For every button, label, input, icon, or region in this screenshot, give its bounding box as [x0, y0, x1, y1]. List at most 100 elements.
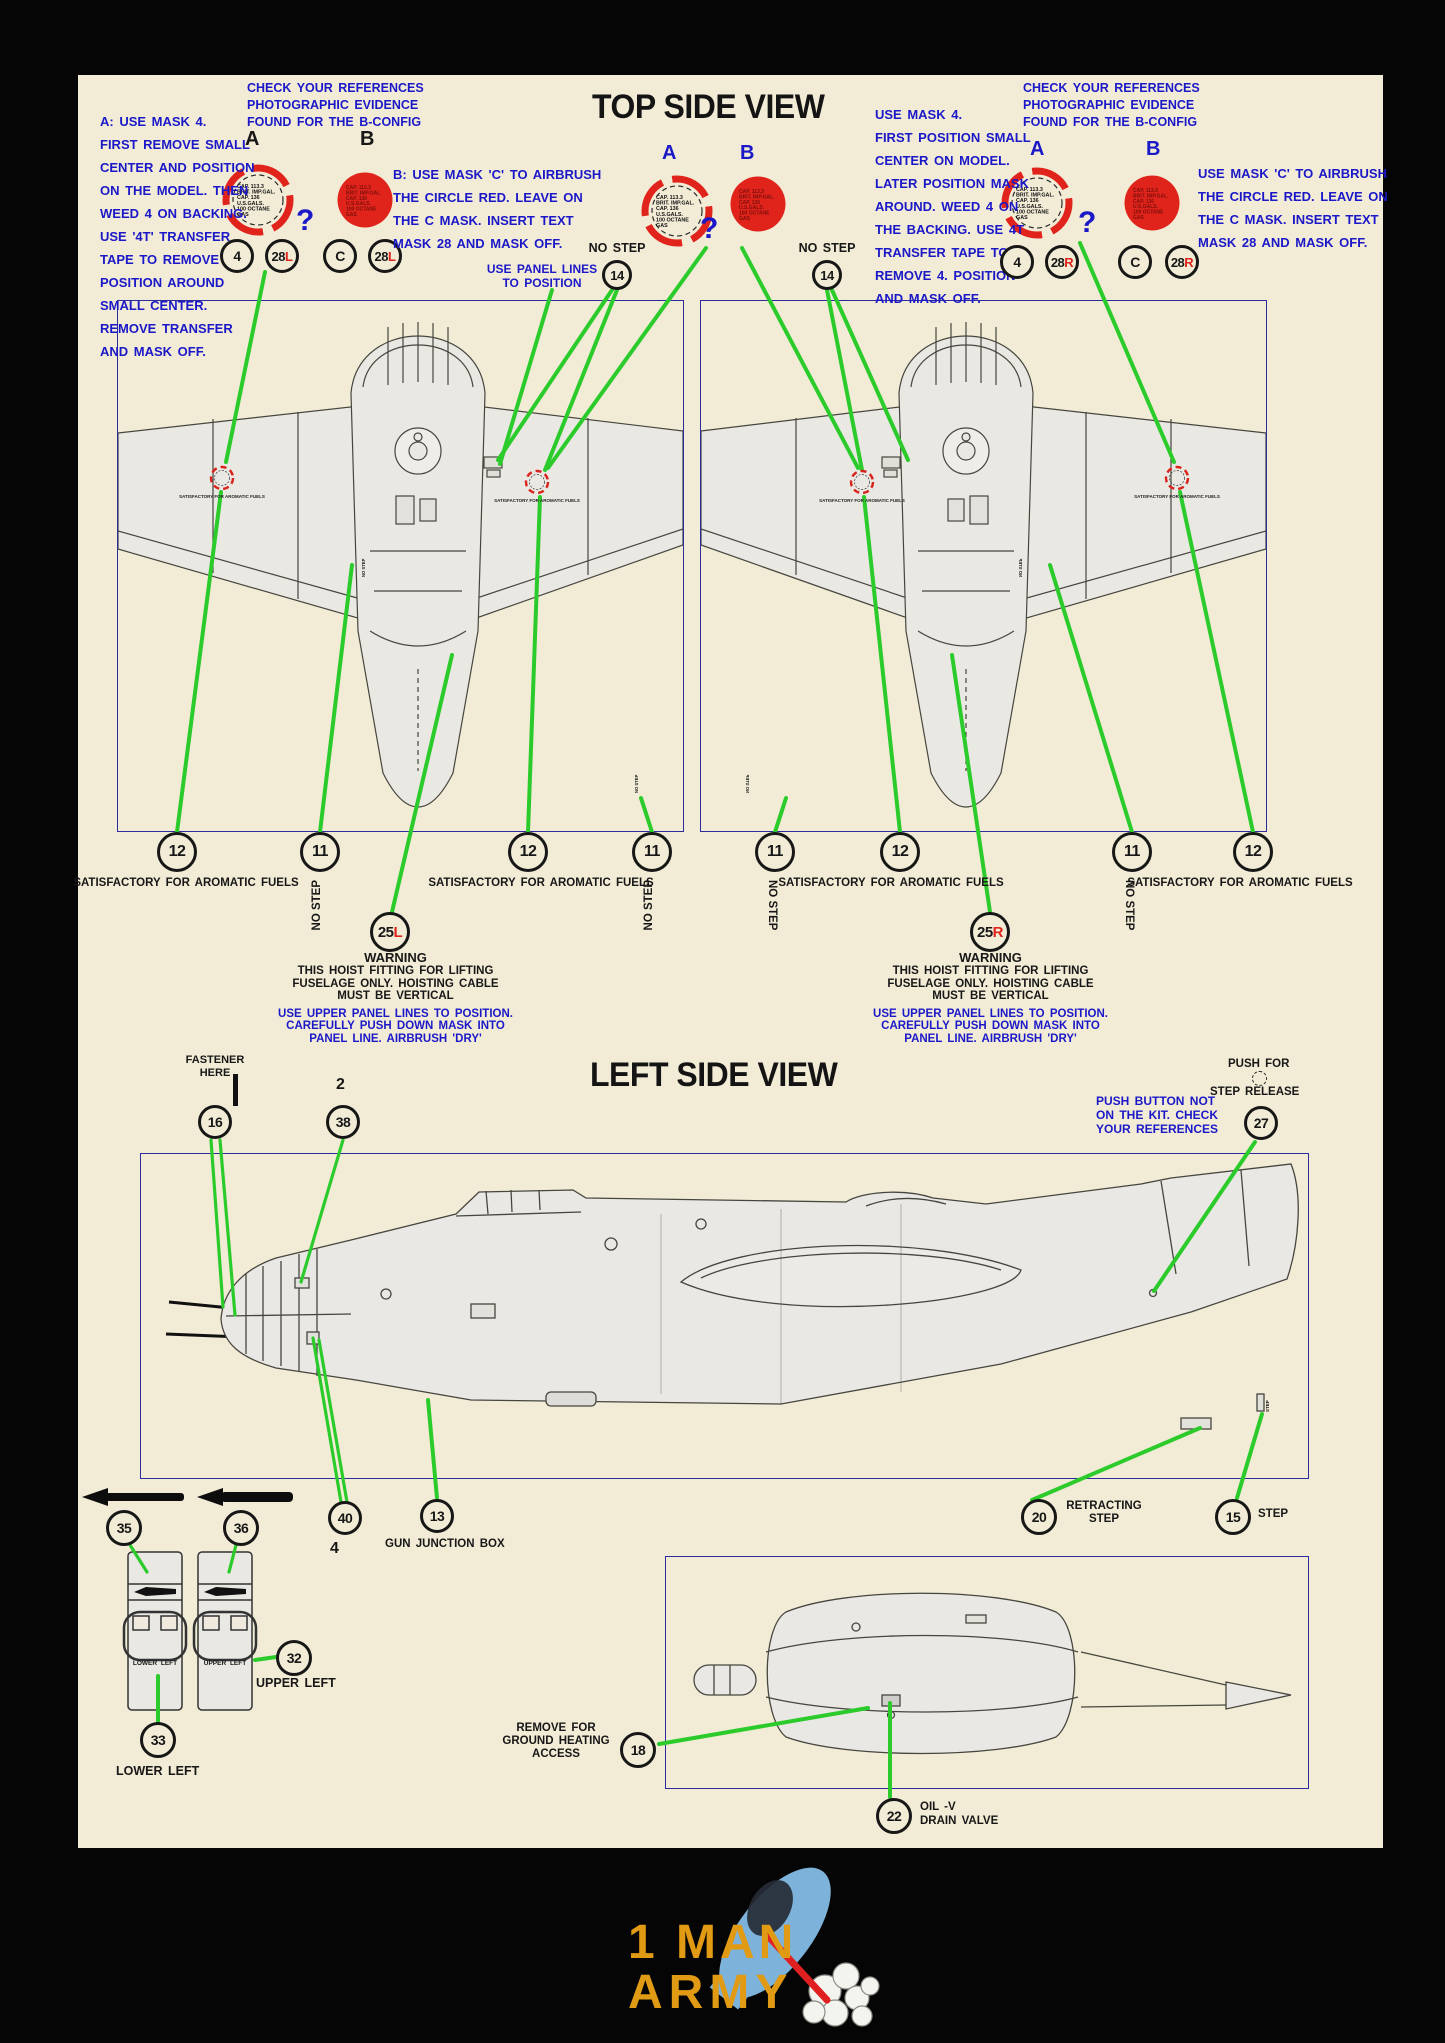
red-streak — [764, 1932, 831, 2004]
hoist-warning-left: WARNING THIS HOIST FITTING FOR LIFTING F… — [258, 950, 533, 1045]
bomb-graphic — [709, 1867, 831, 2010]
badge-14: 14 — [812, 260, 842, 290]
push-for-label: PUSH FOR — [1228, 1058, 1290, 1070]
badge-14: 14 — [602, 260, 632, 290]
step-label: STEP — [1258, 1508, 1289, 1520]
satisfactory-fuels-label: SATISFACTORY FOR AROMATIC FUELS — [428, 877, 654, 889]
instruction-mask4-right: USE MASK 4. FIRST POSITION SMALL CENTER … — [875, 107, 1031, 306]
micro-satisfactory-label: SATISFACTORY FOR AROMATIC FUELS — [179, 494, 265, 499]
badge-13: 13 — [420, 1499, 454, 1533]
badge-11: 11 — [300, 832, 340, 872]
micro-satisfactory-label: SATISFACTORY FOR AROMATIC FUELS — [1134, 494, 1220, 499]
mask-b-right — [1124, 175, 1180, 231]
micro-satisfactory-label: SATISFACTORY FOR AROMATIC FUELS — [494, 498, 580, 503]
badge-4: 4 — [1000, 245, 1034, 279]
push-button-dashed-circle — [1252, 1071, 1267, 1086]
one-man-army-logo: 1 MAN ARMY — [628, 1867, 880, 2027]
satisfactory-fuels-label: SATISFACTORY FOR AROMATIC FUELS — [1127, 877, 1353, 889]
badge-4: 4 — [220, 239, 254, 273]
badge-20: 20 — [1021, 1499, 1057, 1535]
label-4: 4 — [330, 1540, 339, 1557]
badge-11: 11 — [755, 832, 795, 872]
badge-12: 12 — [880, 832, 920, 872]
blister-upper-left-text: UPPER LEFT — [203, 1660, 247, 1667]
check-references-note-left: CHECK YOUR REFERENCES PHOTOGRAPHIC EVIDE… — [247, 81, 424, 129]
micro-satisfactory-label: SATISFACTORY FOR AROMATIC FUELS — [819, 498, 905, 503]
question-mark: ? — [1078, 206, 1097, 239]
badge-15: 15 — [1215, 1499, 1251, 1535]
instruction-mask-c-right: USE MASK 'C' TO AIRBRUSH THE CIRCLE RED.… — [1198, 166, 1388, 250]
warning-blue-note: USE UPPER PANEL LINES TO POSITION. CAREF… — [873, 1007, 1108, 1045]
ground-heating-label: REMOVE FOR GROUND HEATING ACCESS — [502, 1722, 610, 1760]
top-view-box-right — [700, 300, 1267, 832]
question-mark: ? — [296, 204, 315, 237]
use-panel-lines-note: USE PANEL LINES TO POSITION — [486, 262, 598, 290]
svg-text:STEP: STEP — [1265, 1400, 1270, 1412]
badge-36: 36 — [223, 1510, 259, 1546]
fastener-here-label: FASTENER HERE — [185, 1054, 245, 1079]
nacelle-bottom-box — [665, 1556, 1309, 1789]
badge-12: 12 — [157, 832, 197, 872]
fuel-cap-right-wing-l — [849, 469, 875, 495]
gun-blister-drawings — [122, 1551, 258, 1711]
badge-c: C — [1118, 245, 1152, 279]
badge-12: 12 — [508, 832, 548, 872]
no-step-vertical-label: NO STEP — [311, 880, 323, 931]
badge-11: 11 — [632, 832, 672, 872]
badge-c: C — [323, 239, 357, 273]
satisfactory-fuels-label: SATISFACTORY FOR AROMATIC FUELS — [778, 877, 1004, 889]
top-view-box-left — [117, 300, 684, 832]
no-step-label: NO STEP — [798, 241, 856, 255]
no-step-vertical-label: NO STEP — [643, 880, 655, 931]
badge-18: 18 — [620, 1732, 656, 1768]
warning-title: WARNING — [364, 950, 427, 965]
badge-11: 11 — [1112, 832, 1152, 872]
no-step-vertical-label: NO STEP — [766, 880, 778, 931]
warning-body: THIS HOIST FITTING FOR LIFTING FUSELAGE … — [887, 965, 1094, 1002]
badge-22: 22 — [876, 1798, 912, 1834]
step-release-label: STEP RELEASE — [1210, 1086, 1300, 1098]
badge-40: 40 — [328, 1501, 362, 1535]
badge-16: 16 — [198, 1105, 232, 1139]
badge-27: 27 — [1244, 1106, 1278, 1140]
warning-blue-note: USE UPPER PANEL LINES TO POSITION. CAREF… — [278, 1007, 513, 1045]
skull-silhouette — [747, 1880, 793, 1936]
warning-title: WARNING — [959, 950, 1022, 965]
badge-33: 33 — [140, 1722, 176, 1758]
mask-label-a: A — [245, 128, 260, 150]
aircraft-top-view-right — [701, 321, 1266, 808]
retracting-step-label: RETRACTING STEP — [1066, 1500, 1142, 1525]
mask-label-a: A — [662, 142, 677, 164]
left-side-view-title: LEFT SIDE VIEW — [590, 1056, 838, 1094]
top-side-view-title: TOP SIDE VIEW — [592, 88, 825, 126]
nacelle-bottom-view — [693, 1592, 1292, 1755]
hoist-warning-right: WARNING THIS HOIST FITTING FOR LIFTING F… — [853, 950, 1128, 1045]
mask-label-b: B — [360, 128, 375, 150]
upper-left-label: UPPER LEFT — [256, 1676, 336, 1690]
instruction-mask4-left: A: USE MASK 4. FIRST REMOVE SMALL CENTER… — [100, 114, 255, 359]
no-step-vertical-label: NO STEP — [1123, 880, 1135, 931]
gun-junction-box-label: GUN JUNCTION BOX — [385, 1538, 505, 1550]
blister-lower-left-text: LOWER LEFT — [132, 1660, 178, 1667]
badge-35: 35 — [106, 1510, 142, 1546]
mask-label-b: B — [1146, 138, 1161, 160]
badge-12: 12 — [1233, 832, 1273, 872]
oil-drain-valve-label: OIL -V DRAIN VALVE — [920, 1801, 999, 1827]
badge-32: 32 — [276, 1640, 312, 1676]
question-mark: ? — [700, 212, 719, 245]
push-button-note: PUSH BUTTON NOT ON THE KIT. CHECK YOUR R… — [1096, 1094, 1219, 1136]
aircraft-top-view-left — [118, 321, 683, 808]
instruction-mask-c-mid: B: USE MASK 'C' TO AIRBRUSH THE CIRCLE R… — [393, 167, 602, 251]
lower-left-label: LOWER LEFT — [116, 1764, 200, 1778]
fuel-cap-left-wing-r — [524, 469, 550, 495]
satisfactory-fuels-label: SATISFACTORY FOR AROMATIC FUELS — [73, 877, 299, 889]
fastener-bar — [233, 1074, 238, 1106]
mask-label-a: A — [1030, 138, 1045, 160]
mask-b-center — [730, 176, 786, 232]
